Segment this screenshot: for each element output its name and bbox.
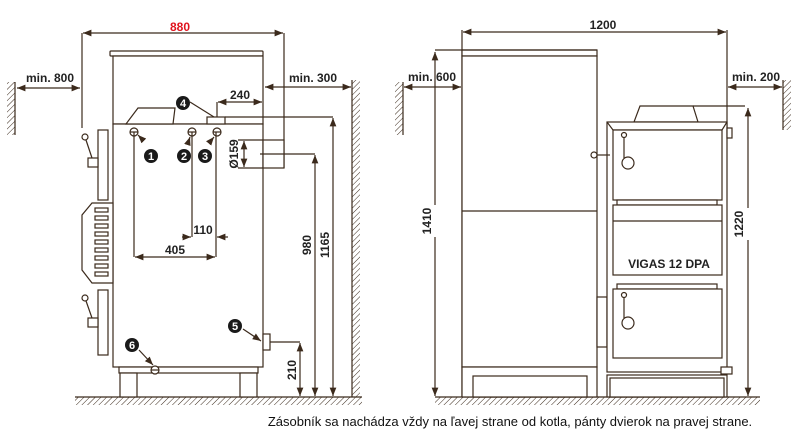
wall-left	[395, 82, 403, 135]
dim-405-label: 405	[165, 243, 185, 257]
door-handle-icon	[81, 133, 89, 141]
dim-980-label: 980	[300, 235, 314, 255]
badge-6: 6	[125, 338, 139, 352]
dim-210-label: 210	[285, 360, 299, 380]
flue-stub	[206, 116, 226, 125]
clearance-right-label: min. 200	[732, 70, 780, 84]
badge-5: 5	[228, 319, 242, 333]
boiler-height-label: 1220	[732, 210, 746, 237]
svg-text:1: 1	[148, 151, 154, 163]
tank-handle-icon	[590, 151, 598, 159]
svg-text:5: 5	[232, 321, 238, 333]
wall-left	[7, 82, 15, 135]
boiler-top-cap	[109, 50, 264, 57]
svg-text:2: 2	[181, 151, 187, 163]
clearance-right-label: min. 300	[289, 71, 337, 85]
lower-door	[97, 289, 109, 356]
wall-right	[352, 80, 360, 397]
width-1200-label: 1200	[590, 18, 617, 32]
middle-panel	[612, 204, 723, 276]
badge-2: 2	[177, 149, 191, 163]
dim-240-label: 240	[230, 88, 250, 102]
dim-1165-label: 1165	[318, 232, 332, 258]
upper-door	[97, 129, 109, 201]
width-880-label: 880	[170, 20, 190, 34]
boiler-leg	[239, 372, 258, 398]
clearance-left-label: min. 600	[408, 70, 456, 84]
svg-text:6: 6	[129, 340, 135, 352]
fuel-hopper	[124, 107, 176, 125]
wall-right	[783, 80, 791, 130]
model-label: VIGAS 12 DPA	[628, 257, 710, 271]
return-connection	[262, 333, 271, 351]
door-handle-icon	[81, 294, 89, 302]
door-knob-icon	[621, 156, 635, 170]
side-view: 880 min. 800 min. 300 240	[7, 20, 362, 405]
dim-110-label: 110	[193, 223, 213, 237]
tank-height-label: 1410	[420, 207, 434, 234]
badge-4: 4	[176, 96, 190, 110]
tank-top-cap	[461, 49, 598, 57]
clearance-left-label: min. 800	[26, 71, 74, 85]
front-view: 1200 min. 600 min. 200 1410 VIGAS 12 DPA	[395, 18, 791, 405]
badge-3: 3	[198, 149, 212, 163]
svg-text:4: 4	[180, 98, 187, 110]
svg-text:3: 3	[202, 151, 208, 163]
fuel-hopper	[633, 105, 699, 123]
badge-1: 1	[144, 149, 158, 163]
air-grille	[81, 202, 114, 284]
boiler-leg	[119, 372, 138, 398]
floor-hatch	[435, 397, 760, 405]
caption: Zásobník sa nachádza vždy na ľavej stran…	[268, 414, 752, 429]
boiler-base	[118, 366, 259, 374]
floor-hatch	[75, 397, 362, 405]
door-knob-icon	[621, 316, 635, 330]
grille-slots	[94, 207, 109, 277]
flue-diameter-label: Ø159	[227, 139, 241, 169]
